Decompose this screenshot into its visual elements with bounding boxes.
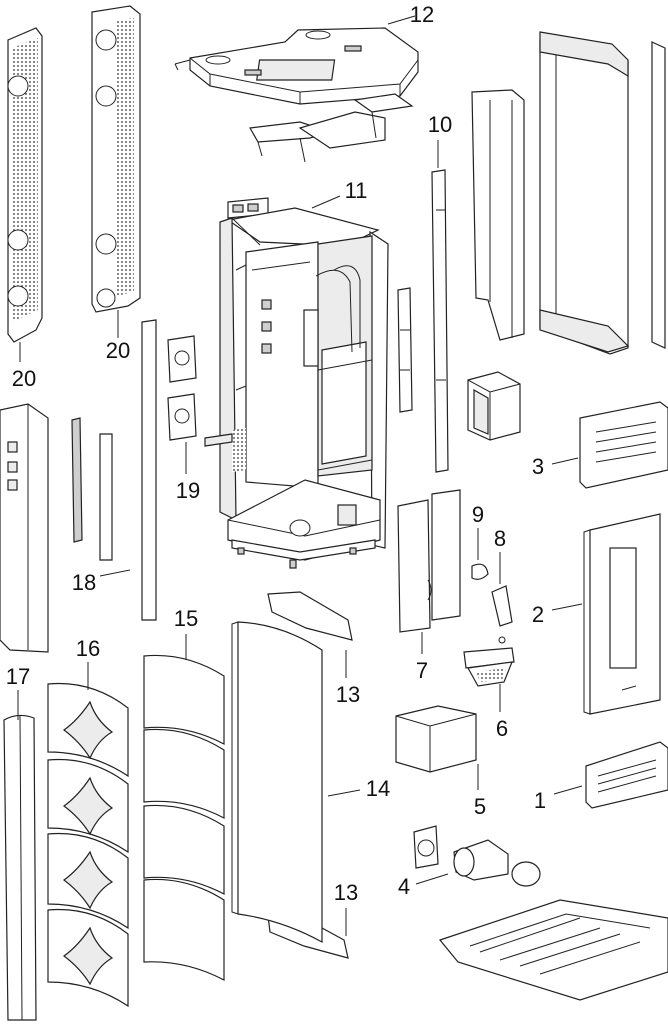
part-18-side-strips (0, 319, 157, 653)
callout-14: 14 (366, 776, 390, 801)
part-12-brackets (249, 93, 414, 163)
floor-plate (438, 899, 668, 1001)
callout-5: 5 (474, 794, 486, 819)
part-1-lower-grille (585, 741, 668, 809)
part-3-upper-grille (579, 401, 668, 489)
part-8-clip (491, 585, 513, 644)
callout-9: 9 (472, 502, 484, 527)
callout-11: 11 (345, 178, 368, 203)
callout-20-left: 20 (12, 366, 36, 391)
part-9-fitting (471, 563, 489, 580)
callout-2: 2 (532, 602, 544, 627)
callout-labels: 12 10 11 20 20 19 3 9 8 2 18 15 7 17 16 … (6, 2, 546, 905)
part-15-tiles (143, 654, 225, 981)
part-11-main-body (204, 197, 389, 569)
part-7-cover-plates (397, 489, 461, 633)
part-5-ash-box (395, 705, 477, 773)
callout-20-right: 20 (106, 338, 130, 363)
callout-15: 15 (174, 606, 198, 631)
part-13-upper-trim (267, 591, 353, 641)
callout-3: 3 (532, 454, 544, 479)
part-17-corner-profile (3, 714, 37, 1021)
callout-7: 7 (416, 658, 428, 683)
part-10-rear-channels (397, 89, 525, 473)
callout-13-upper: 13 (336, 682, 360, 707)
callout-16: 16 (76, 636, 100, 661)
part-12-top-cover (174, 27, 419, 105)
callout-6: 6 (496, 716, 508, 741)
part-16-decorated-tiles (47, 682, 129, 1008)
callout-4: 4 (398, 874, 410, 899)
callout-18: 18 (72, 570, 96, 595)
leader-lines (17, 15, 583, 936)
part-20-left-panel (7, 27, 43, 343)
callout-8: 8 (494, 526, 506, 551)
callout-13-lower: 13 (334, 880, 358, 905)
part-19-inlet-brackets (167, 335, 197, 441)
callout-17: 17 (6, 664, 30, 689)
callout-10: 10 (428, 112, 452, 137)
part-4-flue-pipe (413, 825, 541, 887)
callout-1: 1 (534, 788, 546, 813)
callout-12: 12 (410, 2, 434, 27)
part-20-right-panel (91, 5, 141, 313)
part-2-door (583, 513, 661, 715)
part-6-pellet-box (463, 647, 515, 687)
part-14-front-panel (231, 621, 323, 944)
rear-side-panel (539, 31, 666, 355)
callout-19: 19 (176, 478, 200, 503)
